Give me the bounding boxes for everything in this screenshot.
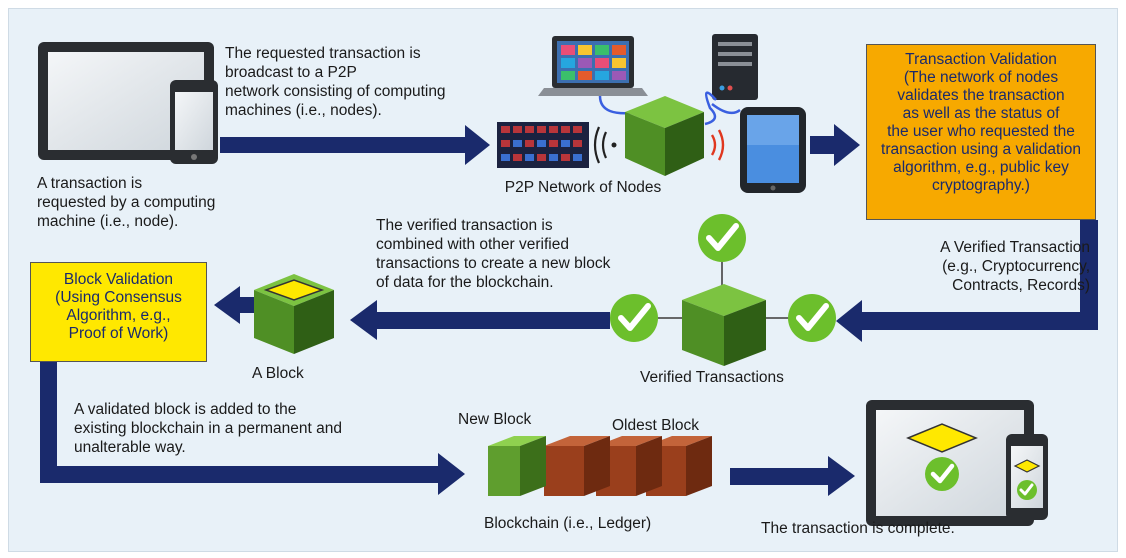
arrow-to-blockchain	[40, 360, 465, 495]
arrow-to-complete	[730, 456, 855, 496]
verified-cube-icon	[682, 284, 766, 366]
check-icon-right	[788, 294, 836, 342]
new-block	[488, 436, 546, 496]
arrow-to-block	[350, 300, 610, 340]
wifi-signal-left-icon	[593, 126, 617, 164]
laptop-icon	[538, 36, 648, 96]
network-node-cube-icon	[625, 96, 704, 176]
blockchain-label: Blockchain (i.e., Ledger)	[484, 515, 652, 532]
complete-caption: The transaction is complete.	[761, 520, 955, 537]
transaction-validation-box: Transaction Validation (The network of n…	[866, 44, 1096, 220]
block-validation-box: Block Validation (Using Consensus Algori…	[30, 262, 207, 362]
block-cube-icon	[254, 274, 334, 354]
completed-laptop-icon	[866, 400, 1034, 526]
broadcast-caption: The requested transaction is broadcast t…	[225, 45, 446, 119]
check-icon-left	[610, 294, 658, 342]
server-rack-icon	[497, 122, 589, 168]
a-block-label: A Block	[252, 365, 304, 382]
verified-transaction-caption: A Verified Transaction (e.g., Cryptocurr…	[940, 239, 1090, 294]
completed-phone-icon	[1006, 434, 1048, 520]
laptop-tablet-icon	[38, 42, 218, 164]
p2p-network-label: P2P Network of Nodes	[504, 179, 662, 196]
tablet-icon	[740, 107, 806, 193]
check-icon-top	[698, 214, 746, 262]
requester-caption: A transaction is requested by a computin…	[37, 175, 216, 230]
server-tower-icon	[712, 34, 758, 100]
arrow-to-network	[220, 125, 490, 165]
oldest-block-label: Oldest Block	[612, 417, 700, 434]
blockchain-icon	[488, 436, 712, 496]
combined-caption: The verified transaction is combined wit…	[376, 217, 611, 291]
old-block-1	[544, 436, 610, 496]
arrow-verified-return	[836, 220, 1098, 342]
wifi-signal-right-icon	[710, 129, 725, 161]
new-block-label: New Block	[458, 411, 532, 428]
verified-transactions-label: Verified Transactions	[640, 369, 784, 386]
arrow-to-validation	[810, 124, 860, 166]
added-caption: A validated block is added to the existi…	[74, 401, 342, 456]
